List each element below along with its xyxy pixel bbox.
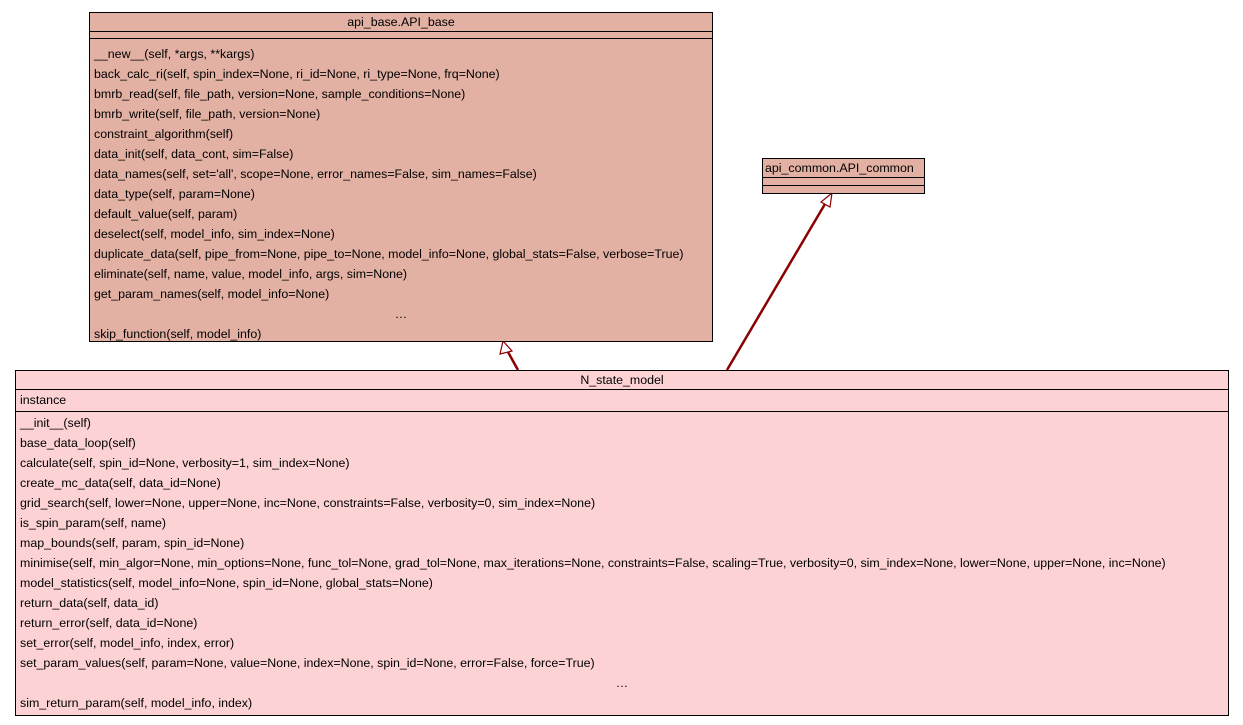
method-item: is_spin_param(self, name) xyxy=(20,516,166,530)
method-item: data_names(self, set='all', scope=None, … xyxy=(94,167,537,181)
method-item: minimise(self, min_algor=None, min_optio… xyxy=(20,556,1166,570)
method-item: bmrb_write(self, file_path, version=None… xyxy=(94,107,321,121)
method-item: create_mc_data(self, data_id=None) xyxy=(20,476,221,490)
method-item: duplicate_data(self, pipe_from=None, pip… xyxy=(94,247,684,261)
more-methods-ellipsis[interactable]: … xyxy=(615,676,629,690)
more-methods-ellipsis[interactable]: … xyxy=(394,307,408,321)
method-item: base_data_loop(self) xyxy=(20,436,136,450)
method-item: default_value(self, param) xyxy=(94,207,238,221)
arrow-to-api-common xyxy=(725,191,833,371)
method-item: grid_search(self, lower=None, upper=None… xyxy=(20,496,596,510)
class-n-state-model[interactable]: N_state_model instance __init__(self)bas… xyxy=(15,370,1229,716)
methods-section: __new__(self, *args, **kargs) back_calc_r… xyxy=(90,39,712,344)
class-title: api_common.API_common xyxy=(763,159,924,178)
class-api-base[interactable]: api_base.API_base __new__(self, *args, *… xyxy=(89,12,713,342)
method-item: sim_return_param(self, model_info, index… xyxy=(20,696,253,710)
method-item: back_calc_ri(self, spin_index=None, ri_i… xyxy=(94,67,500,81)
method-item: bmrb_read(self, file_path, version=None,… xyxy=(94,87,466,101)
method-item: __new__(self, *args, **kargs) xyxy=(94,47,255,61)
method-item: set_error(self, model_info, index, error… xyxy=(20,636,235,650)
method-item: return_data(self, data_id) xyxy=(20,596,159,610)
method-item: map_bounds(self, param, spin_id=None) xyxy=(20,536,245,550)
method-item: data_type(self, param=None) xyxy=(94,187,255,201)
method-item: skip_function(self, model_info) xyxy=(94,327,262,341)
method-item: return_error(self, data_id=None) xyxy=(20,616,198,630)
method-item: __init__(self) xyxy=(20,416,91,430)
attributes-section xyxy=(763,178,924,186)
method-item: calculate(self, spin_id=None, verbosity=… xyxy=(20,456,350,470)
attributes-section: instance xyxy=(16,390,1228,412)
method-item: constraint_algorithm(self) xyxy=(94,127,234,141)
method-item: deselect(self, model_info, sim_index=Non… xyxy=(94,227,335,241)
attributes-section xyxy=(90,32,712,39)
class-title: N_state_model xyxy=(16,371,1228,390)
method-item: set_param_values(self, param=None, value… xyxy=(20,656,595,670)
class-api-common[interactable]: api_common.API_common xyxy=(762,158,925,194)
methods-section: __init__(self) base_data_loop(self)calcul… xyxy=(16,412,1228,713)
method-item: model_statistics(self, model_info=None, … xyxy=(20,576,433,590)
method-item: data_init(self, data_cont, sim=False) xyxy=(94,147,294,161)
class-title: api_base.API_base xyxy=(90,13,712,32)
method-item: eliminate(self, name, value, model_info,… xyxy=(94,267,408,281)
method-item: get_param_names(self, model_info=None) xyxy=(94,287,330,301)
arrow-to-api-base xyxy=(499,339,520,371)
attribute-item: instance xyxy=(20,393,67,407)
